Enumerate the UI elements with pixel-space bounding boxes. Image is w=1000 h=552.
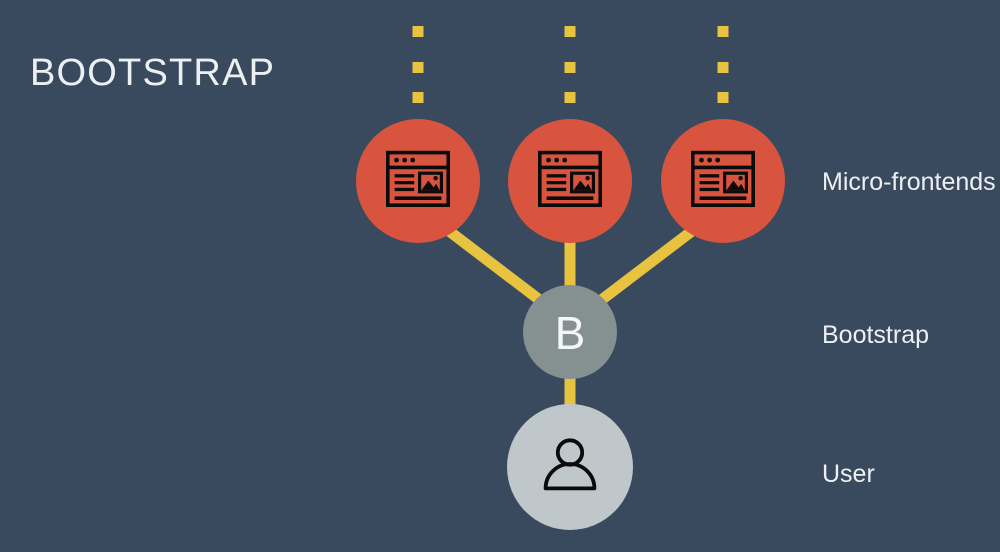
page-title: BOOTSTRAP <box>30 52 275 94</box>
dash-mark <box>717 26 729 37</box>
dash-column-left <box>412 26 424 103</box>
dash-column-right <box>717 26 729 103</box>
bootstrap-node-letter: B <box>555 307 586 359</box>
dash-mark <box>412 92 424 103</box>
dash-mark <box>717 62 729 73</box>
microfrontend-node-1[interactable] <box>356 119 480 243</box>
row-label-micro-frontends: Micro-frontends <box>822 168 996 196</box>
dash-mark <box>564 92 576 103</box>
row-label-user: User <box>822 460 875 488</box>
dash-mark <box>412 26 424 37</box>
row-label-bootstrap: Bootstrap <box>822 321 929 349</box>
user-circle[interactable] <box>507 404 633 530</box>
dash-column-center <box>564 26 576 103</box>
connector-microfrontend-3-to-bootstrap <box>596 226 696 306</box>
microfrontend-node-3[interactable] <box>661 119 785 243</box>
bootstrap-node[interactable]: B <box>523 285 617 379</box>
dash-mark <box>412 62 424 73</box>
microfrontend-node-2[interactable] <box>508 119 632 243</box>
bootstrap-circle[interactable] <box>523 285 617 379</box>
dash-mark <box>564 62 576 73</box>
user-node[interactable] <box>507 404 633 530</box>
dash-mark <box>564 26 576 37</box>
dash-mark <box>717 92 729 103</box>
connector-microfrontend-1-to-bootstrap <box>445 226 545 306</box>
